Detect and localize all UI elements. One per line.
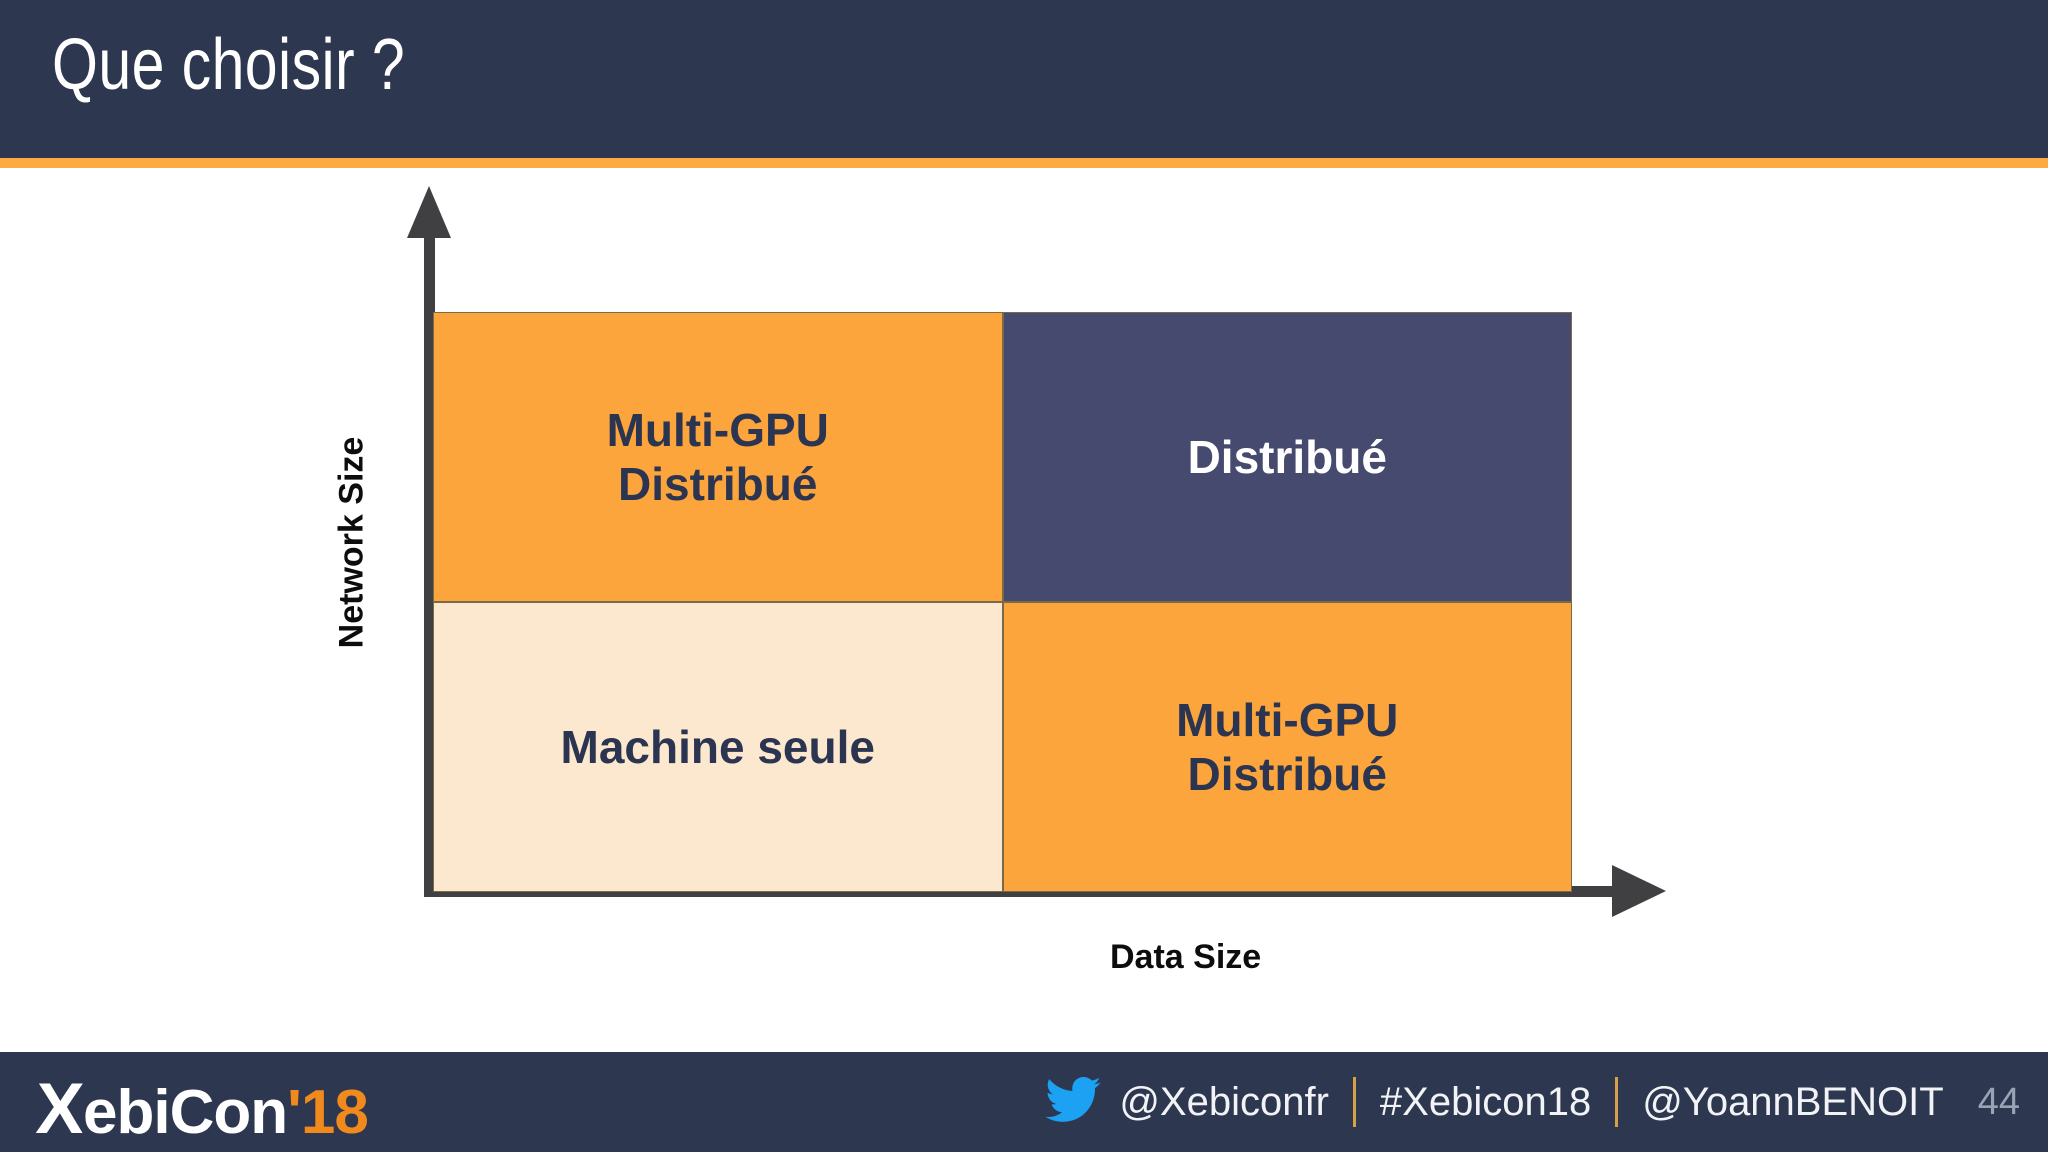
footer-divider: [1352, 1077, 1356, 1127]
quadrant-top-left: Multi-GPU Distribué: [433, 312, 1003, 602]
event-hashtag[interactable]: #Xebicon18: [1379, 1079, 1592, 1124]
quadrant-top-right-label: Distribué: [1187, 430, 1387, 483]
quadrant-top-left-label: Multi-GPU Distribué: [606, 403, 829, 510]
logo-wordmark: ebiCon: [83, 1078, 288, 1147]
twitter-handle[interactable]: @Xebiconfr: [1119, 1079, 1329, 1124]
slide-header: Que choisir ?: [0, 0, 2048, 158]
quadrant-chart: Network Size Data Size Multi-GPU Distrib…: [0, 168, 2048, 1052]
footer-divider: [1615, 1077, 1619, 1127]
header-accent-rule: [0, 158, 2048, 168]
quadrant-top-right: Distribué: [1002, 312, 1572, 602]
x-axis-arrow-icon: [1612, 865, 1666, 917]
quadrant-bottom-right-label: Multi-GPU Distribué: [1176, 693, 1399, 800]
xebicon-logo: X ebiCon '18: [34, 1068, 369, 1150]
footer-meta: @Xebiconfr #Xebicon18 @YoannBENOIT 44: [1045, 1052, 2020, 1152]
y-axis-line: [424, 232, 435, 897]
page-title: Que choisir ?: [52, 25, 406, 105]
logo-x-mark: X: [34, 1069, 85, 1149]
x-axis-label: Data Size: [1110, 938, 1262, 976]
quadrant-matrix: Multi-GPU Distribué Distribué Machine se…: [433, 312, 1572, 892]
quadrant-bottom-left: Machine seule: [433, 602, 1003, 892]
y-axis-arrow-icon: [407, 186, 451, 238]
quadrant-bottom-right: Multi-GPU Distribué: [1002, 602, 1572, 892]
speaker-handle[interactable]: @YoannBENOIT: [1642, 1079, 1944, 1124]
twitter-bird-icon[interactable]: [1045, 1076, 1101, 1128]
slide-number: 44: [1977, 1080, 2020, 1123]
slide-footer: X ebiCon '18 @Xebiconfr #Xebicon18 @Yoan…: [0, 1052, 2048, 1152]
logo-year: '18: [287, 1078, 369, 1147]
quadrant-bottom-left-label: Machine seule: [560, 720, 875, 773]
y-axis-label: Network Size: [332, 436, 371, 649]
